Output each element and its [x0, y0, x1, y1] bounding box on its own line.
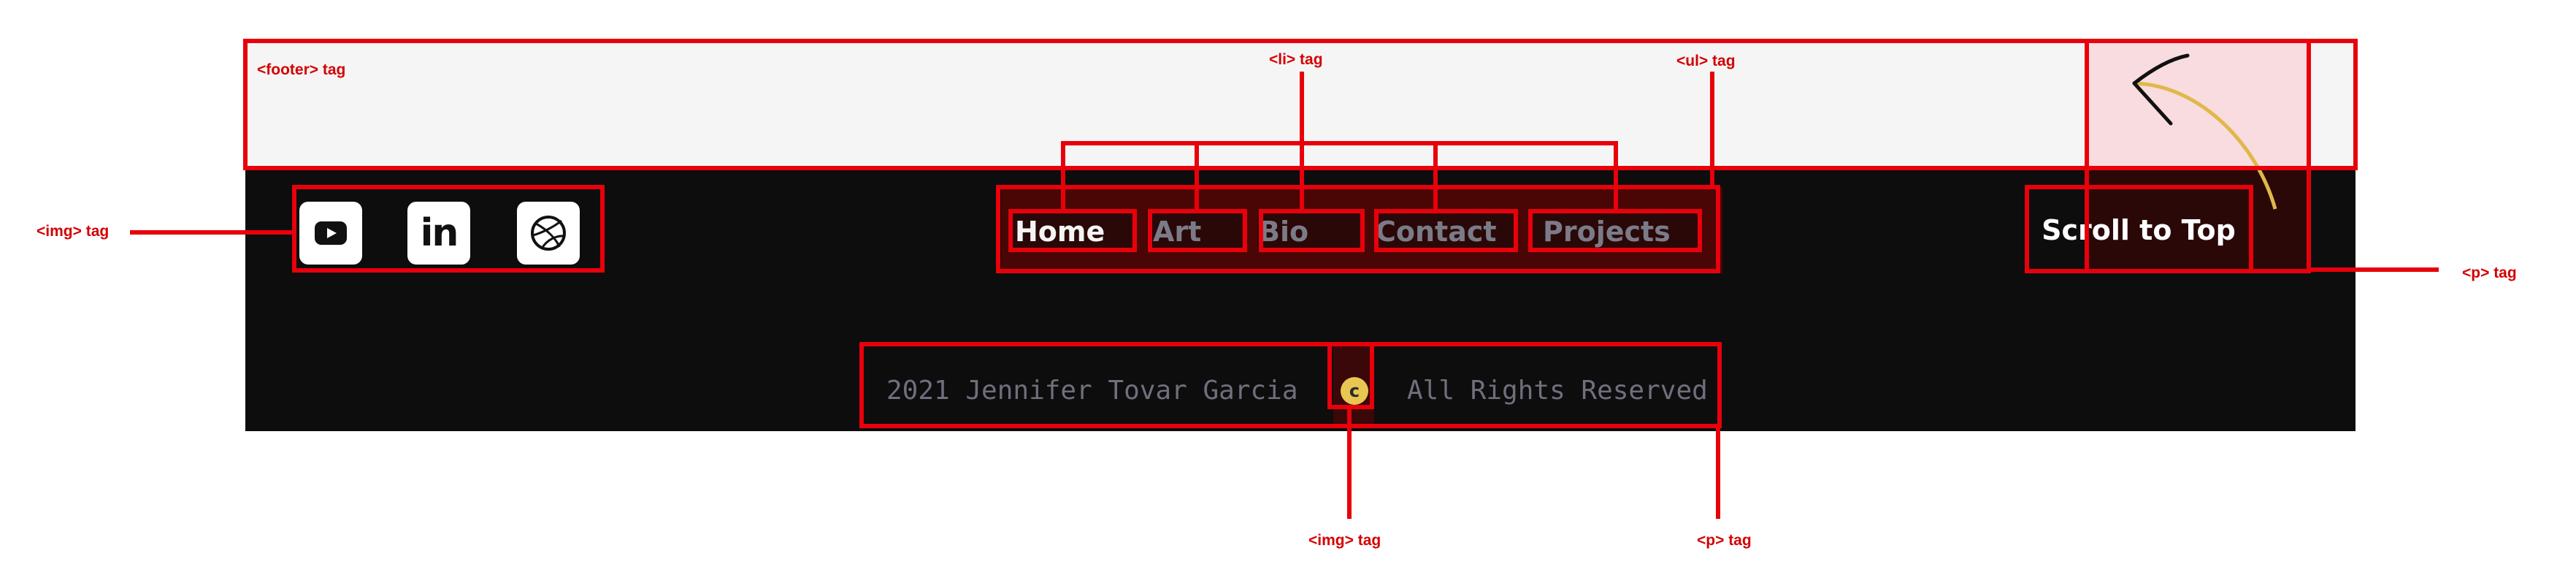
ul-connector — [1710, 72, 1714, 187]
copyright-name: 2021 Jennifer Tovar Garcia — [886, 376, 1298, 406]
ul-tag-label: <ul> tag — [1676, 53, 1736, 69]
dribbble-icon — [531, 216, 566, 251]
nav-item-art[interactable]: Art — [1147, 212, 1242, 251]
copyright-icon: c — [1341, 377, 1368, 405]
li-connector-home — [1061, 141, 1065, 211]
p-bottom-tag-label: <p> tag — [1697, 532, 1752, 549]
nav-item-contact[interactable]: Contact — [1374, 212, 1516, 251]
li-home-annotation-box — [1008, 209, 1137, 252]
scroll-to-top-highlight-dark — [2089, 167, 2311, 271]
linkedin-link[interactable]: in — [407, 202, 470, 265]
img-bottom-connector — [1347, 406, 1352, 519]
p-right-connector — [2307, 267, 2439, 272]
p-scroll-annotation-box — [2025, 185, 2253, 273]
youtube-link[interactable] — [299, 202, 362, 265]
img-copyright-annotation-box — [1327, 342, 1374, 409]
linkedin-icon: in — [420, 211, 459, 255]
li-tag-label: <li> tag — [1269, 51, 1323, 68]
nav-item-bio[interactable]: Bio — [1257, 212, 1360, 251]
img-bottom-tag-label: <img> tag — [1308, 532, 1381, 549]
scroll-to-top-text[interactable]: Scroll to Top — [2042, 214, 2236, 246]
li-bio-annotation-box — [1259, 209, 1365, 252]
li-connector-main — [1300, 72, 1304, 211]
copyright-rights: All Rights Reserved — [1407, 376, 1708, 406]
dribbble-link[interactable] — [517, 202, 580, 265]
li-art-annotation-box — [1148, 209, 1247, 252]
li-projects-annotation-box — [1528, 209, 1702, 252]
nav-item-home[interactable]: Home — [1008, 212, 1132, 251]
youtube-icon — [315, 221, 347, 245]
li-connector-projects — [1614, 141, 1618, 211]
li-connector-contact — [1433, 141, 1438, 211]
scroll-arrow-icon[interactable] — [2089, 41, 2311, 231]
social-img-annotation-box — [292, 185, 605, 273]
footer-tag-label: <footer> tag — [257, 61, 346, 78]
img-left-connector — [130, 230, 295, 235]
copyright-paragraph — [862, 345, 1722, 428]
nav-item-projects[interactable]: Projects — [1530, 212, 1699, 251]
img-left-tag-label: <img> tag — [37, 223, 110, 240]
li-bracket-line — [1061, 141, 1618, 145]
p-copyright-annotation-box — [859, 342, 1722, 428]
li-contact-annotation-box — [1374, 209, 1518, 252]
p-bottom-connector — [1716, 428, 1720, 519]
li-connector-art — [1195, 141, 1199, 211]
ul-annotation-box — [996, 185, 1720, 273]
p-right-tag-label: <p> tag — [2462, 265, 2517, 281]
